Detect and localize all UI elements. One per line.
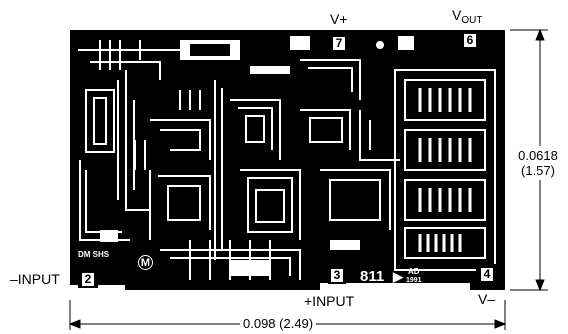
pad-4: 4 [476, 264, 498, 284]
height-dimension-line1: 0.0618 [518, 148, 558, 163]
logo-mark: M [138, 255, 153, 270]
pin-7-label: V+ [330, 11, 348, 27]
pad-6-number: 6 [464, 33, 476, 47]
pin-6-label-main: V [452, 7, 462, 23]
pin-6-label-sub: OUT [461, 15, 483, 26]
pin-6-label: VOUT [452, 8, 482, 26]
pad-4-number: 4 [481, 267, 493, 281]
height-dimension-line2: (1.57) [521, 163, 555, 178]
height-dimension: 0.0618 (1.57) [516, 146, 560, 180]
pad-7: 7 [330, 34, 348, 52]
pin-3-label: +INPUT [304, 293, 355, 309]
designer-initials: DM SHS [78, 250, 110, 259]
pad-7-number: 7 [333, 36, 345, 50]
pad-3: 3 [328, 266, 346, 284]
pad-2: 2 [78, 270, 98, 288]
part-number: 811 [360, 268, 385, 285]
date-code-arrow: ▶ [393, 269, 403, 284]
pad-2-number: 2 [82, 272, 94, 286]
die-body [70, 30, 505, 290]
date-code-line1: AD [408, 267, 420, 276]
output-fingers [418, 88, 472, 252]
pad-3-number: 3 [331, 268, 343, 282]
pad-6: 6 [459, 30, 481, 50]
pin-4-label: V– [478, 291, 496, 307]
date-code-line2: 1991 [406, 277, 422, 284]
pin-2-label: –INPUT [10, 271, 60, 287]
output-stage [394, 69, 496, 271]
solid-metal [100, 36, 414, 276]
width-dimension: 0.098 (2.49) [240, 317, 317, 330]
